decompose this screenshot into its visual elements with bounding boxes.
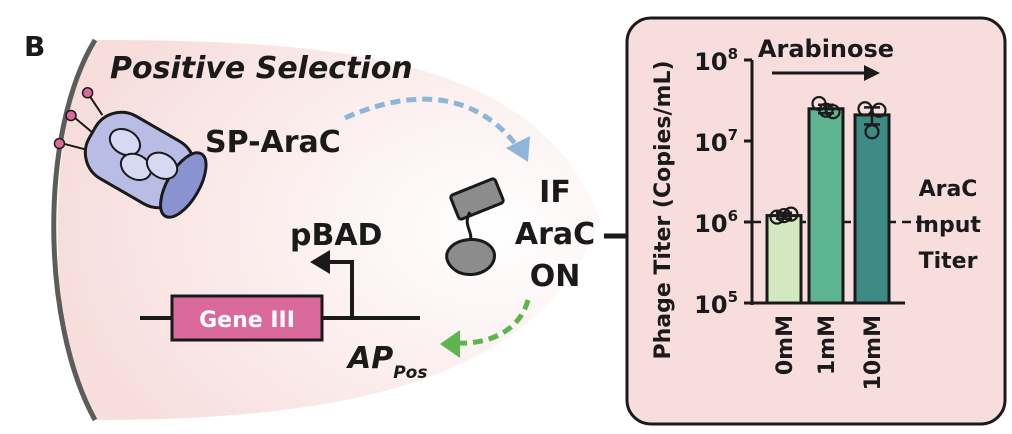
data-point-10mM-3 (864, 124, 880, 140)
cell-membrane (51, 38, 98, 422)
promoter-label: pBAD (290, 218, 382, 253)
promoter-arrowhead (310, 250, 330, 274)
gene-iii-label: Gene III (199, 308, 295, 333)
arabinose-label: Arabinose (758, 35, 894, 63)
data-point-10mM-1 (857, 101, 873, 117)
y-tick-label: 107 (694, 126, 738, 157)
data-point-0mM-1 (769, 209, 785, 225)
phage-label: SP-AraC (205, 125, 341, 160)
bar-0mM (765, 214, 803, 305)
reference-label-line1: AraC (919, 177, 978, 202)
phage-icon (53, 87, 208, 219)
data-point-1mM-3 (818, 102, 834, 118)
y-tick-label: 108 (694, 45, 738, 76)
panel-title: Positive Selection (110, 51, 413, 86)
x-tick-label: 1mM (815, 315, 840, 375)
state-label-line2: AraC (515, 217, 595, 252)
bar-1mM (807, 107, 845, 305)
x-tick-label: 10mM (861, 315, 886, 390)
infection-arrowhead (506, 136, 530, 162)
data-point-1mM-2 (825, 104, 841, 120)
arabinose-arrowhead (864, 65, 880, 81)
y-axis-label: Phage Titer (Copies/mL) (651, 60, 676, 359)
data-point-0mM-3 (776, 207, 792, 224)
reference-label-line2: Input (915, 213, 981, 238)
x-tick-label: 0mM (773, 315, 798, 375)
gene-iii-box (170, 294, 324, 342)
reference-label-line3: Titer (919, 249, 978, 274)
y-tick-label: 105 (694, 288, 738, 319)
data-point-0mM-2 (783, 206, 799, 222)
promoter-arrow (328, 260, 354, 318)
state-label-line3: ON (530, 259, 581, 294)
plasmid-label: APPos (346, 341, 427, 383)
selection-arrow (454, 299, 531, 346)
bar-10mM (853, 113, 891, 305)
arac-protein-icon (445, 177, 505, 276)
panel-letter: B (24, 30, 45, 63)
y-tick-label: 106 (694, 207, 738, 238)
data-point-10mM-2 (871, 102, 887, 118)
infection-arrow (343, 96, 523, 152)
selection-arrowhead (440, 330, 460, 358)
state-label-line1: IF (539, 175, 571, 210)
